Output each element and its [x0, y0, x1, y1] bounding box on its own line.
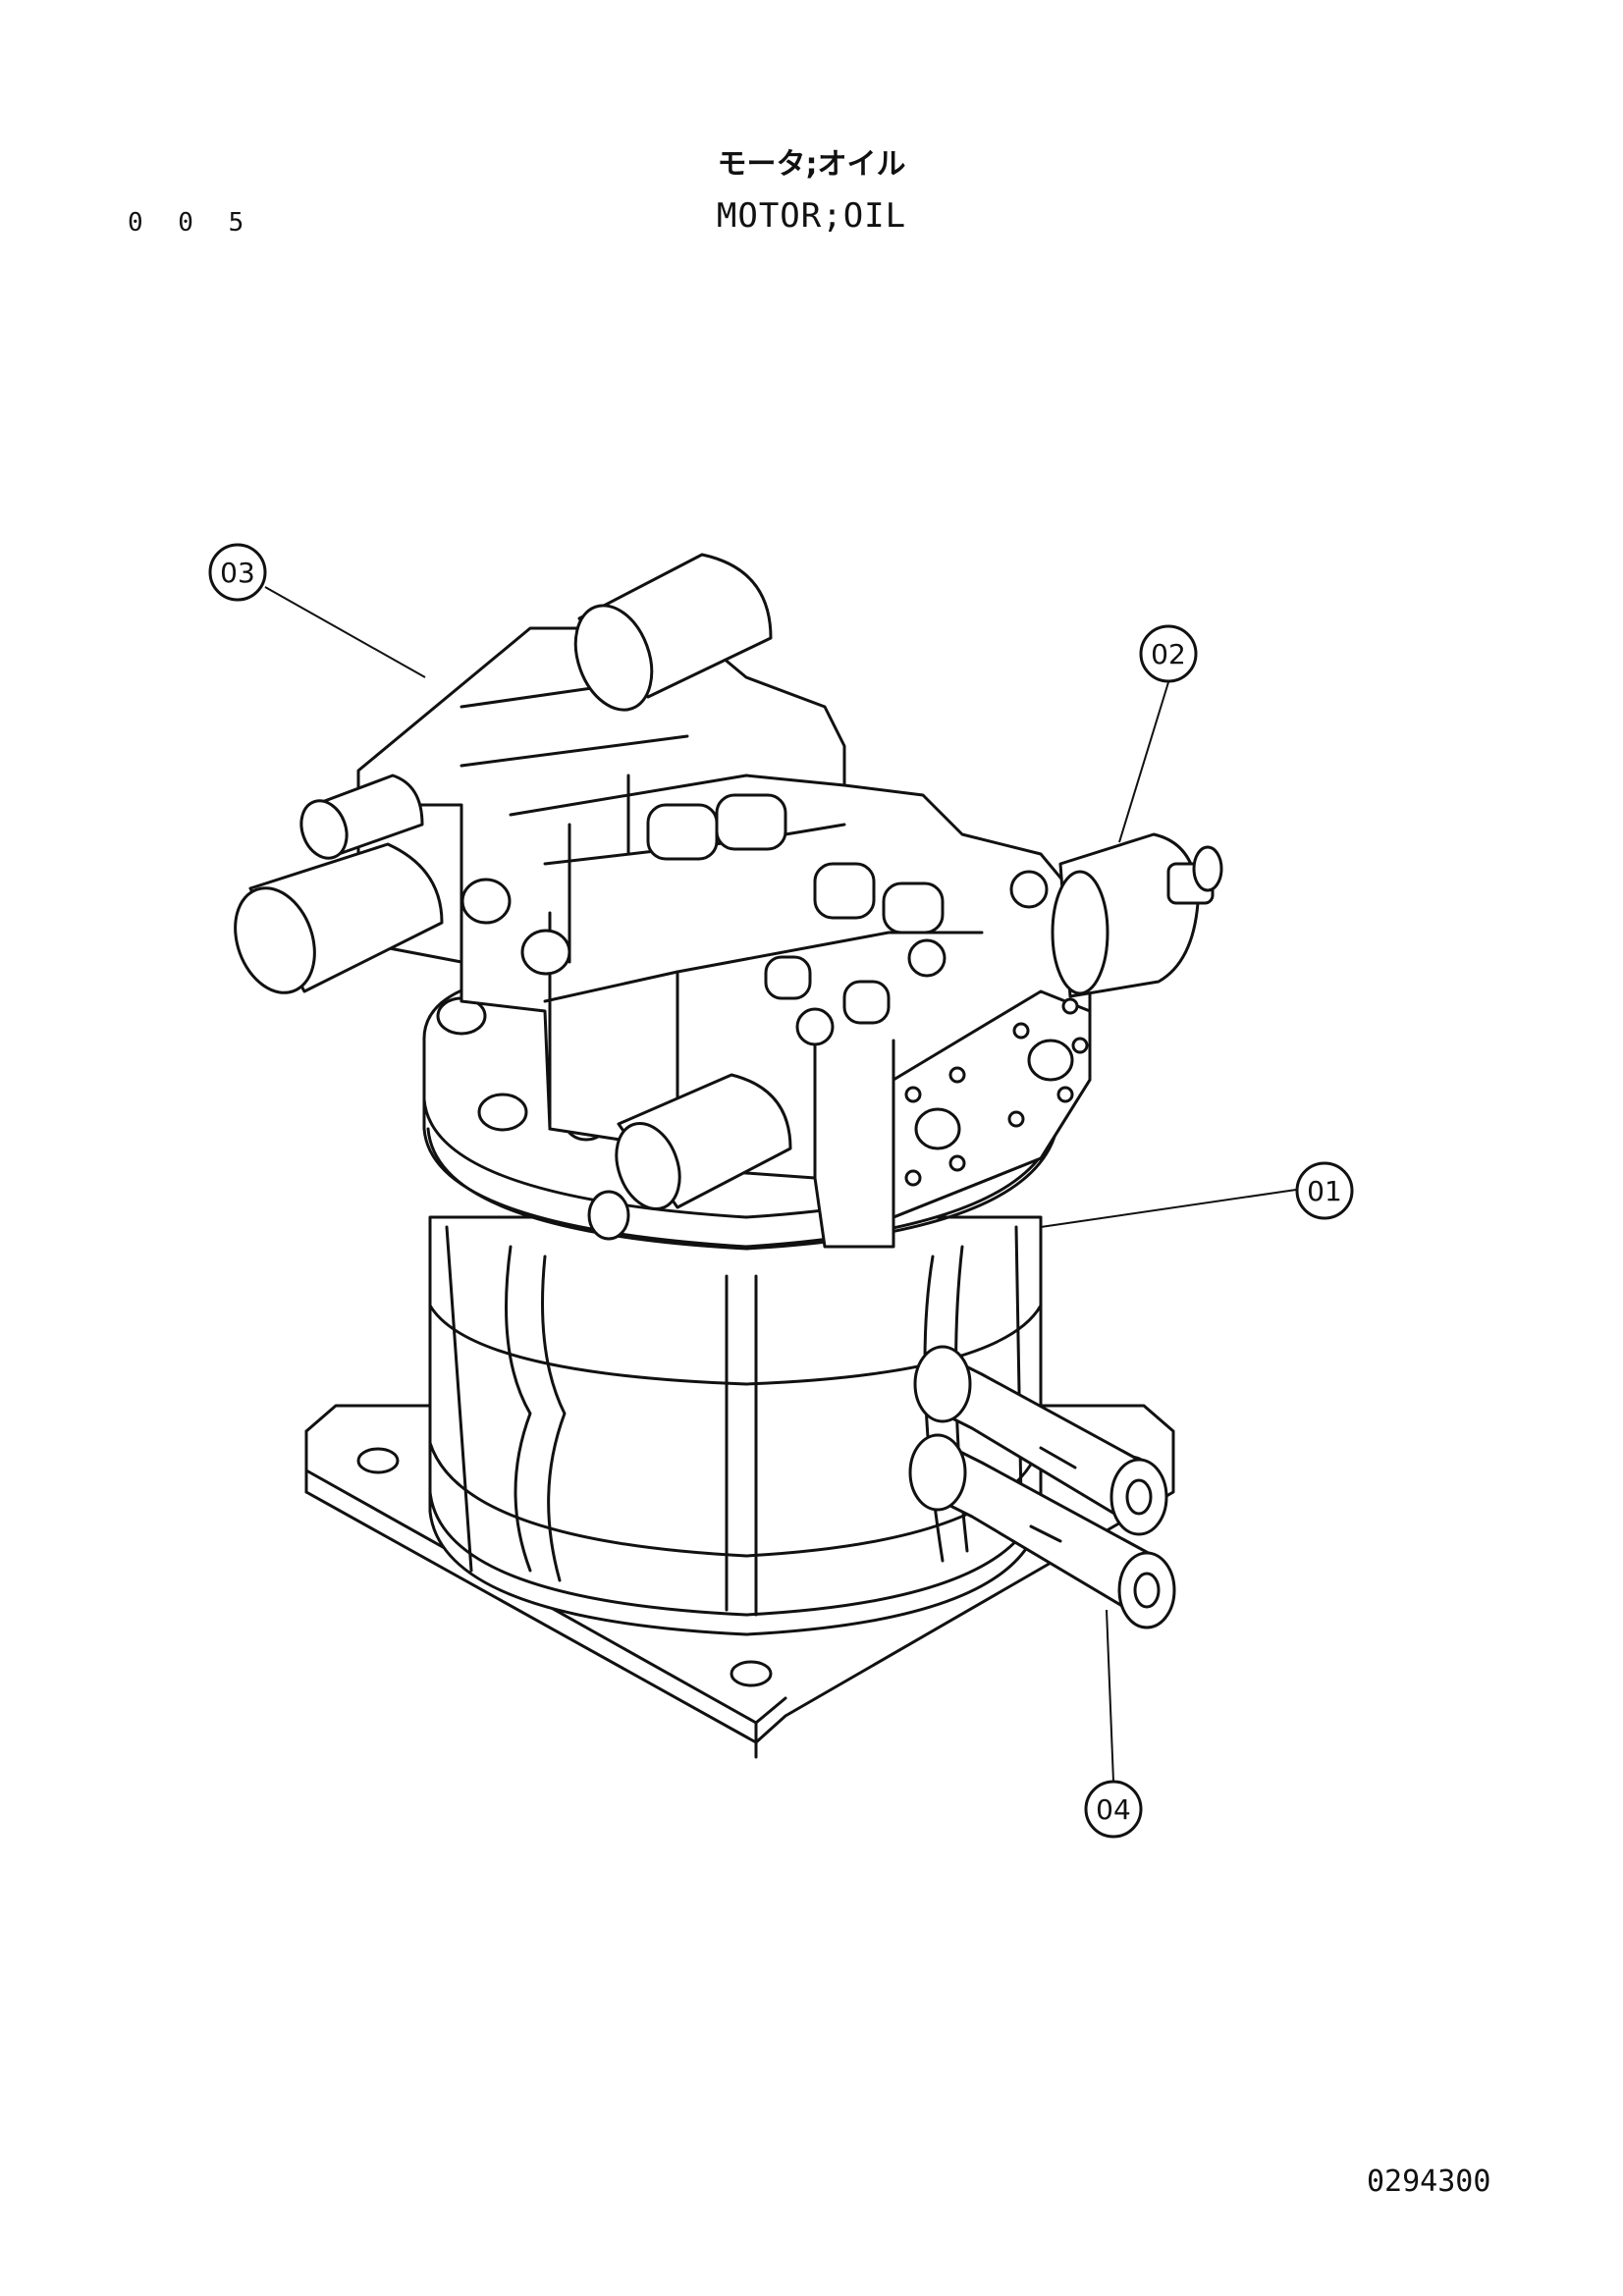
callout-01: 01 [1295, 1161, 1354, 1220]
title-english: MOTOR;OIL [716, 196, 907, 236]
plug-left-large [234, 774, 444, 994]
motor-housing [428, 1215, 1043, 1636]
callout-02: 02 [1139, 624, 1198, 683]
page-number: 0 0 5 [128, 208, 254, 238]
callout-02-label: 02 [1151, 638, 1186, 670]
plug-rear-large [573, 553, 773, 712]
callout-04: 04 [1084, 1780, 1143, 1839]
callout-01-label: 01 [1307, 1175, 1342, 1207]
relief-valve-right [1051, 832, 1223, 998]
drawing-number: 0294300 [1367, 2164, 1491, 2199]
title-japanese: モータ;オイル [717, 147, 906, 182]
plug-front [587, 1073, 792, 1241]
hose-fittings [908, 1345, 1176, 1629]
callout-03: 03 [208, 543, 267, 602]
callout-leaders [264, 586, 1297, 1783]
callout-03-label: 03 [220, 557, 255, 589]
callout-04-label: 04 [1096, 1793, 1131, 1826]
valve-block [356, 626, 1092, 1249]
